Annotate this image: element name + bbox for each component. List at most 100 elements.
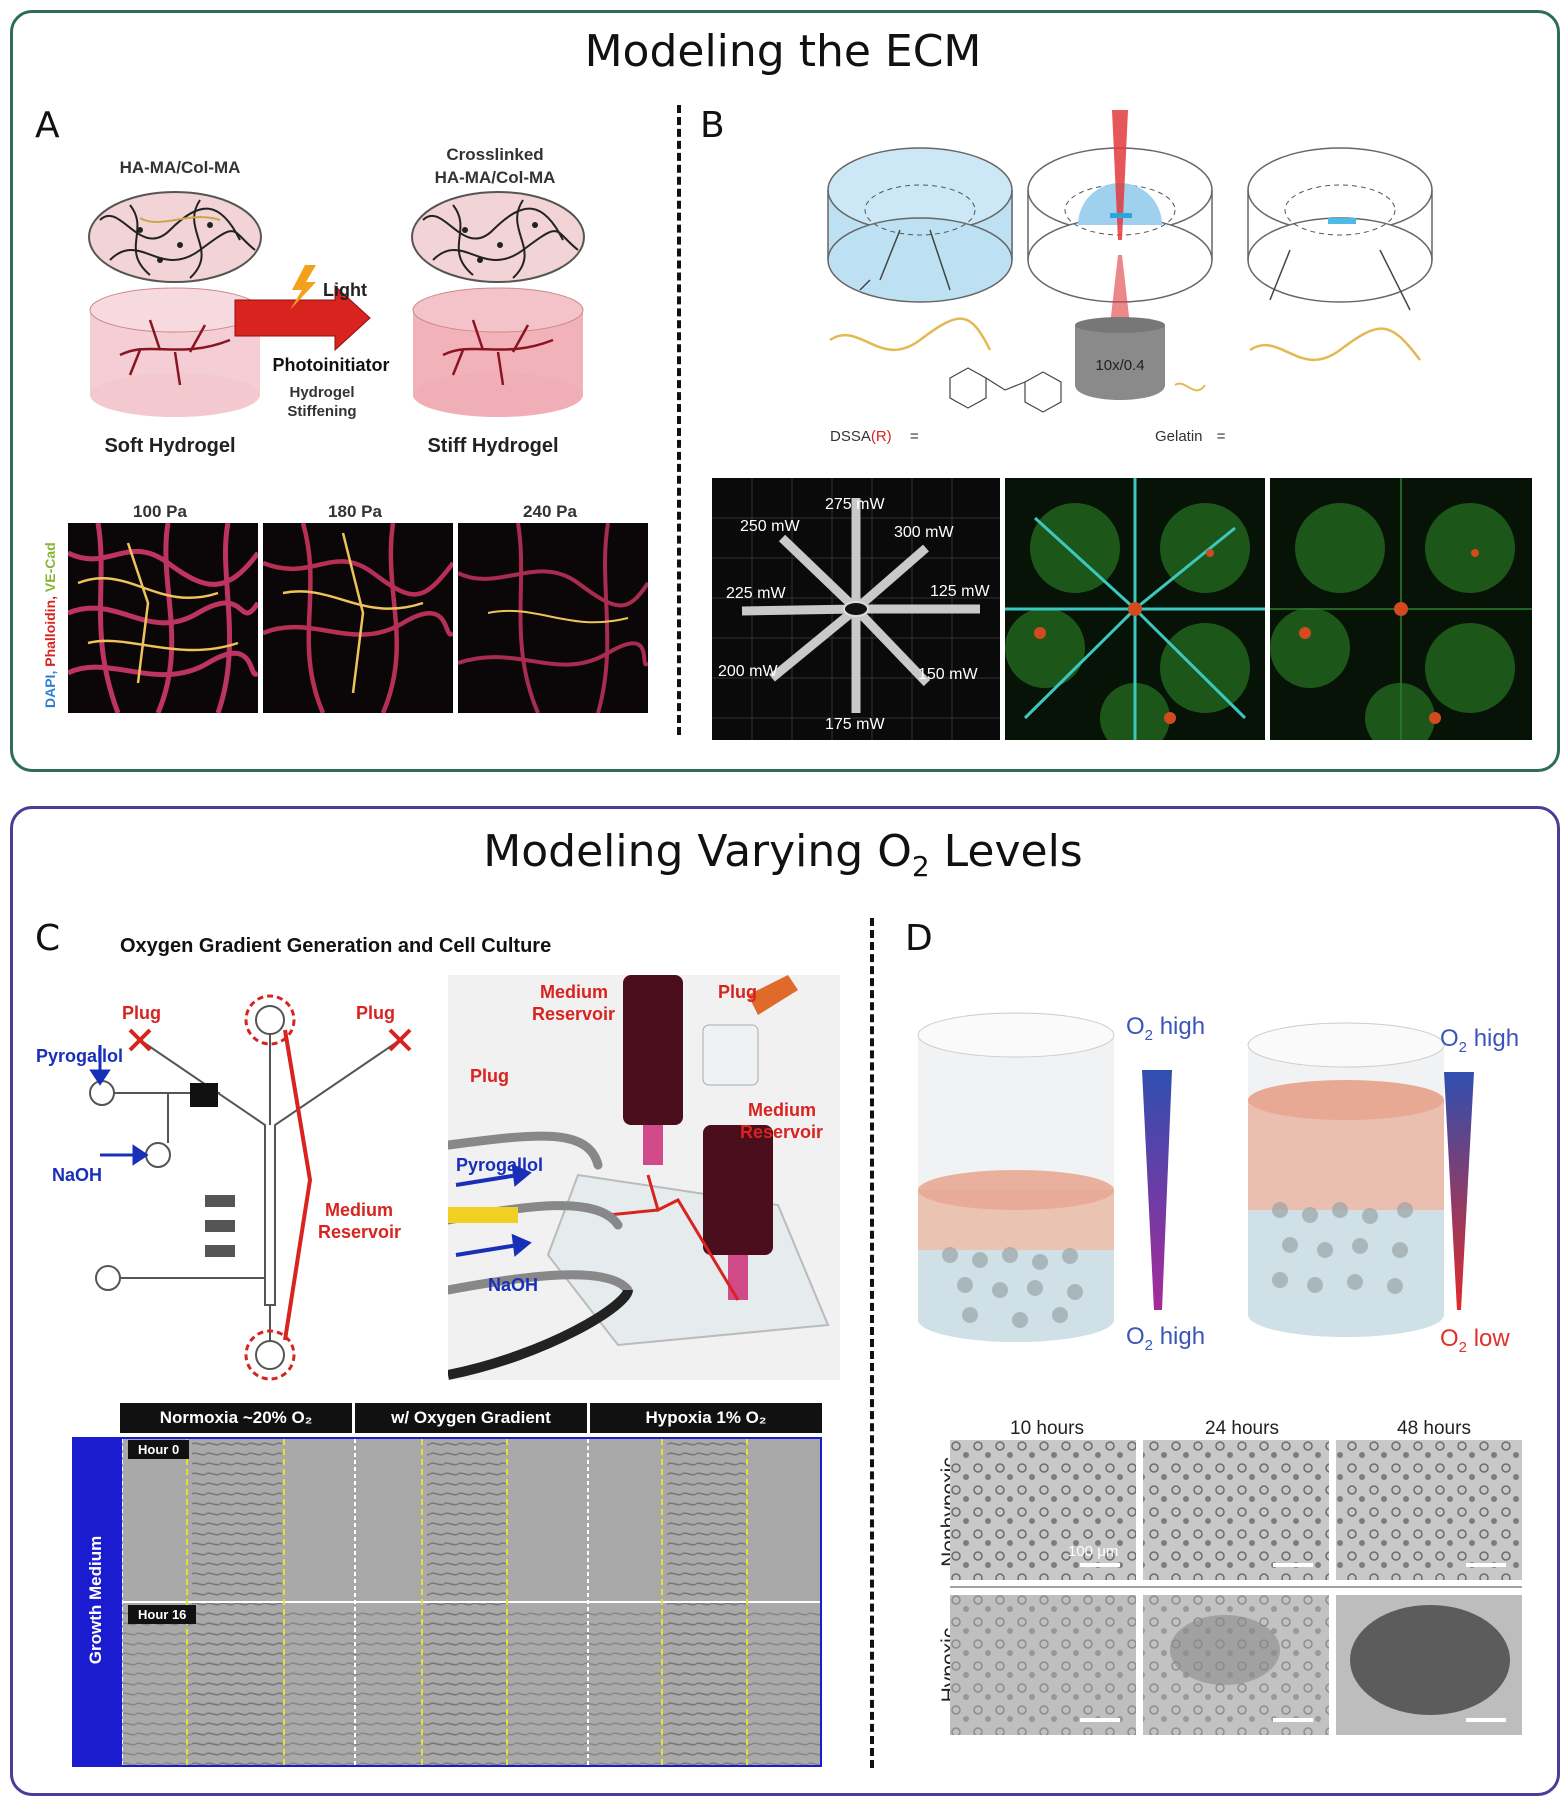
hydrogel-schematic	[88, 191, 585, 417]
oxygen-divider	[870, 918, 874, 1768]
condition-header-hypoxia: Hypoxia 1% O₂	[590, 1403, 822, 1433]
soft-hydrogel-label: Soft Hydrogel	[104, 435, 236, 457]
scale-bar-label: 100 μm	[1068, 1543, 1119, 1560]
panel-b-label: B	[700, 105, 725, 146]
oxygen-title-end: Levels	[929, 826, 1083, 877]
plug-label-left: Plug	[122, 1003, 161, 1023]
ecm-section-title: Modeling the ECM	[584, 26, 982, 77]
stiff-hydrogel-label: Stiff Hydrogel	[427, 435, 559, 457]
photo-plug-label-top: Plug	[718, 982, 757, 1002]
stain-label: DAPI, Phalloidin, VE-Cad	[42, 542, 58, 708]
laser-patterning-schematic	[827, 110, 1433, 413]
o2-text: O	[1126, 1323, 1145, 1350]
stain-dapi: DAPI	[42, 674, 58, 708]
panel-a-label: A	[35, 105, 60, 146]
star-render-graphic	[712, 478, 1000, 740]
pressure-label-3: 240 Pa	[523, 502, 577, 521]
o2-low-bottom-right: O2 low	[1440, 1325, 1510, 1356]
high-text: high	[1159, 1323, 1206, 1350]
hour-16-badge: Hour 16	[128, 1605, 197, 1624]
panel-d-label: D	[905, 918, 933, 959]
fluorescence-image-180pa	[263, 523, 453, 713]
time-label-10h: 10 hours	[1010, 1418, 1084, 1439]
stain-vecad: VE-Cad	[42, 542, 58, 593]
device-photo	[448, 975, 840, 1380]
o2-high-bottom-left: O2 high	[1126, 1323, 1205, 1354]
light-label: Light	[323, 280, 367, 300]
high-text: high	[1159, 1013, 1206, 1040]
stain-phalloidin: Phalloidin	[42, 599, 58, 667]
dssa-equals: =	[909, 428, 919, 445]
fluorescence-image-100pa	[68, 523, 258, 713]
oxygen-cylinders	[917, 1012, 1474, 1342]
photo-medium-label-3: Medium	[748, 1100, 817, 1120]
gelatin-label: Gelatin =	[1155, 428, 1225, 445]
ecm-divider	[677, 105, 681, 735]
gelatin-text: Gelatin	[1155, 428, 1203, 445]
o2-sub: 2	[1458, 1038, 1468, 1056]
o2-high-top-left: O2 high	[1126, 1013, 1205, 1044]
power-250: 250 mW	[740, 518, 800, 535]
high-text: high	[1473, 1025, 1520, 1052]
network-right-label-2: HA-MA/Col-MA	[434, 168, 556, 187]
objective-label: 10x/0.4	[1095, 357, 1145, 374]
power-175: 175 mW	[825, 716, 885, 733]
pressure-label-1: 100 Pa	[133, 502, 187, 521]
power-200: 200 mW	[718, 663, 778, 680]
oxygen-section-title: Modeling Varying O2 Levels	[0, 826, 1566, 883]
o2-text: O	[1440, 1025, 1459, 1052]
low-text: low	[1473, 1325, 1510, 1352]
wound-healing-grid	[120, 1437, 822, 1767]
panel-c-label: C	[35, 918, 61, 959]
growth-medium-bar	[72, 1437, 120, 1767]
microfluidic-chip-diagram	[89, 994, 412, 1381]
pressure-label-2: 180 Pa	[328, 502, 382, 521]
photo-naoh-label: NaOH	[488, 1275, 539, 1295]
oxygen-title-main: Modeling Varying O	[483, 826, 912, 877]
oxygen-section-frame	[10, 806, 1560, 1796]
o2-high-top-right: O2 high	[1440, 1025, 1519, 1056]
dssa-label: DSSA(R) =	[830, 428, 919, 445]
ecm-section-frame	[10, 10, 1560, 772]
photoinitiator-label: Photoinitiator	[272, 355, 390, 375]
star-fluorescence-image-2	[1270, 478, 1532, 740]
stiffening-label-1: Hydrogel	[289, 384, 355, 401]
power-225: 225 mW	[726, 585, 786, 602]
panel-c-heading: Oxygen Gradient Generation and Cell Cult…	[120, 935, 552, 957]
network-left-label: HA-MA/Col-MA	[119, 158, 241, 177]
medium-reservoir-label-1: Medium	[325, 1200, 394, 1220]
plug-label-right: Plug	[356, 1003, 395, 1023]
dssa-text: DSSA	[830, 428, 871, 445]
wound-healing-images	[121, 1439, 820, 1765]
fluorescence-image-240pa	[458, 523, 648, 713]
star-render-panel: 275 mW 250 mW 300 mW 225 mW 125 mW 200 m…	[712, 478, 1000, 740]
medium-reservoir-label-2: Reservoir	[318, 1222, 402, 1242]
brightfield-grid	[950, 1440, 1522, 1735]
photo-pyrogallol-label: Pyrogallol	[456, 1155, 544, 1175]
condition-header-gradient: w/ Oxygen Gradient	[355, 1403, 587, 1433]
photo-medium-label-2: Reservoir	[532, 1004, 616, 1024]
pyrogallol-label: Pyrogallol	[36, 1046, 124, 1066]
power-275: 275 mW	[825, 496, 885, 513]
o2-sub: 2	[1144, 1026, 1154, 1044]
o2-text: O	[1440, 1325, 1459, 1352]
o2-sub: 2	[1144, 1336, 1154, 1354]
time-label-24h: 24 hours	[1205, 1418, 1279, 1439]
photo-medium-label-4: Reservoir	[740, 1122, 824, 1142]
time-label-48h: 48 hours	[1397, 1418, 1471, 1439]
star-fluorescence-image-1	[1005, 478, 1265, 740]
gelatin-equals: =	[1216, 428, 1226, 445]
power-150: 150 mW	[918, 666, 978, 683]
growth-medium-label: Growth Medium	[86, 1535, 105, 1665]
naoh-label: NaOH	[52, 1165, 103, 1185]
network-right-label-1: Crosslinked	[446, 145, 544, 164]
photo-plug-label-left: Plug	[470, 1066, 509, 1086]
photo-medium-label-1: Medium	[540, 982, 609, 1002]
dssa-r: (R)	[870, 428, 892, 445]
condition-header-normoxia: Normoxia ~20% O₂	[120, 1403, 352, 1433]
oxygen-title-sub: 2	[911, 849, 930, 883]
power-125: 125 mW	[930, 583, 990, 600]
hour-0-badge: Hour 0	[128, 1440, 190, 1459]
power-300: 300 mW	[894, 524, 954, 541]
o2-text: O	[1126, 1013, 1145, 1040]
